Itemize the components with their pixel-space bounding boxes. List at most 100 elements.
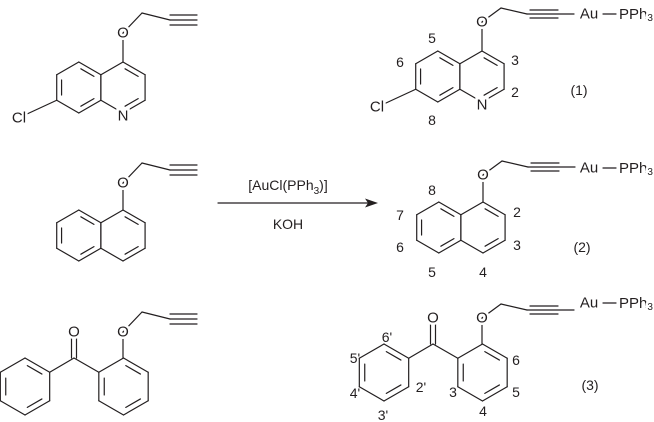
atom-oxygen: O [477, 167, 489, 184]
bond [484, 238, 499, 247]
bond [459, 88, 483, 103]
atom-oxygen: O [117, 324, 129, 341]
atom-carbonyl-oxygen: O [68, 324, 80, 341]
bond [24, 400, 51, 416]
bond [460, 239, 484, 254]
bond [481, 50, 505, 65]
bond [80, 246, 95, 255]
bond [415, 88, 439, 103]
bond [80, 216, 95, 225]
svg-text:3: 3 [511, 52, 519, 68]
bond [73, 357, 100, 373]
bond [56, 209, 80, 224]
svg-text:3: 3 [513, 237, 521, 253]
gold-phosphine-1: Au PPh3 [577, 3, 654, 26]
bond [56, 99, 80, 114]
bond [481, 7, 502, 23]
bond [440, 238, 455, 247]
bond [100, 61, 124, 76]
bond [98, 357, 125, 373]
bond [0, 400, 26, 416]
compound-label-3: (3) [581, 377, 598, 393]
bond [78, 99, 102, 114]
svg-text:5: 5 [512, 384, 520, 400]
bond [439, 57, 454, 66]
svg-text:Au: Au [580, 6, 598, 23]
bond [501, 160, 529, 168]
bond [383, 386, 410, 402]
bond [125, 365, 142, 375]
svg-text:3: 3 [449, 384, 457, 400]
svg-text:4: 4 [479, 403, 487, 419]
bond [141, 162, 171, 171]
svg-text:7: 7 [396, 207, 404, 223]
svg-text:6': 6' [382, 329, 392, 345]
bonds [0, 7, 576, 416]
svg-text:3': 3' [378, 407, 388, 422]
numbering-product-3: 6' 5' 4' 3' 2' 3 4 5 6 [350, 329, 520, 422]
bond [484, 384, 501, 394]
bond [408, 343, 434, 359]
bond [457, 343, 484, 359]
bond [484, 208, 499, 217]
reaction-arrow [217, 198, 378, 208]
bond [26, 398, 43, 408]
bond [500, 7, 528, 15]
bond [481, 303, 502, 319]
bond [49, 357, 75, 373]
svg-text:6: 6 [396, 239, 404, 255]
bond [437, 88, 461, 103]
reactant-chloroquinoline [26, 12, 198, 115]
bond [481, 88, 505, 103]
bond [358, 386, 385, 402]
atom-nitrogen: N [118, 108, 129, 125]
bond [141, 12, 171, 21]
bond [457, 386, 484, 402]
bond [482, 201, 506, 216]
bond [125, 398, 142, 408]
bond [438, 239, 462, 254]
atom-oxygen: O [476, 14, 488, 31]
bond [78, 247, 102, 262]
svg-text:5': 5' [350, 350, 360, 366]
bond [141, 311, 171, 320]
bond [122, 61, 146, 76]
bond [124, 98, 139, 107]
atom-carbonyl-oxygen: O [427, 310, 439, 327]
bond [482, 239, 506, 254]
atom-oxygen: O [117, 175, 129, 192]
svg-text:6: 6 [512, 352, 520, 368]
svg-text:5: 5 [428, 30, 436, 46]
svg-text:2: 2 [513, 204, 521, 220]
bond [124, 68, 139, 77]
bond [460, 201, 484, 216]
bond [100, 247, 124, 262]
bond [26, 99, 58, 115]
gold-phosphine-3: Au PPh3 [577, 292, 654, 315]
reagent-label: [AuCl(PPh3)] [248, 177, 327, 197]
bond [459, 50, 483, 65]
bond [438, 201, 462, 216]
bond [383, 343, 410, 359]
bond [500, 303, 528, 311]
svg-text:2': 2' [416, 379, 426, 395]
svg-text:8: 8 [428, 182, 436, 198]
numbering-product-1: 5 6 3 2 8 [396, 30, 519, 128]
bond [122, 247, 146, 262]
gold-phosphine-2: Au PPh3 [577, 157, 654, 180]
bond [484, 351, 501, 361]
bond [416, 239, 440, 254]
bond [483, 87, 498, 96]
bond [481, 386, 508, 402]
svg-text:4: 4 [479, 264, 487, 280]
bond [78, 209, 102, 224]
bond [437, 50, 461, 65]
bond [416, 201, 440, 216]
bond [439, 87, 454, 96]
bond [432, 343, 459, 359]
svg-text:2: 2 [511, 84, 519, 100]
bond [385, 384, 402, 394]
bond [56, 61, 80, 76]
bond [0, 357, 26, 373]
